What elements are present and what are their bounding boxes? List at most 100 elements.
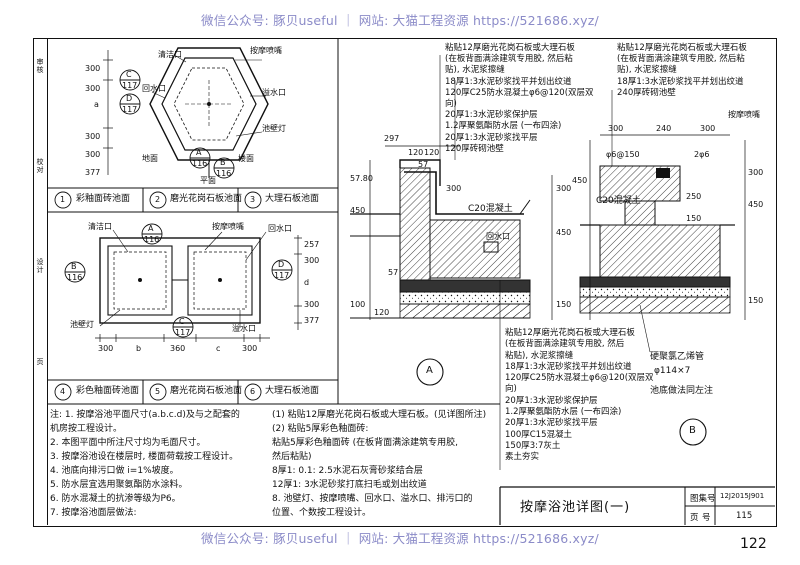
section-b-layer-list: 粘贴12厚磨光花岗石板或大理石板 (在板背面满涂建筑专用胶, 然后粘 贴), 水… — [617, 43, 747, 99]
note-right-2: (2) 粘贴5厚彩色釉面砖: — [272, 424, 369, 434]
section-b-layer-1: 粘贴12厚磨光花岗石板或大理石板 — [617, 43, 747, 53]
hex-dim-2: 300 — [85, 84, 101, 93]
note-left-4: 3. 按摩浴池设在楼层时, 楼面荷载按工程设计。 — [50, 452, 239, 462]
legend-1-num: 1 — [60, 195, 66, 204]
legend-4-text: 彩色釉面砖池面 — [76, 386, 140, 396]
hex-callout-c-num: 117 — [122, 81, 138, 90]
rect-callout-c-letter: C — [179, 317, 185, 326]
section-a-bottom-3: 粘贴), 水泥浆擦缝 — [505, 350, 574, 361]
rect-dim-v3: d — [304, 278, 310, 287]
section-a-bottom-5: 120厚C25防水混凝土φ6@120(双层双 — [505, 373, 654, 384]
section-a-dim-57: 57 — [418, 160, 429, 169]
rect-jet-label: 按摩喷嘴 — [212, 222, 244, 231]
section-a-dim-120a: 120 — [408, 148, 424, 157]
section-b-base-note: 池底做法同左注 — [650, 386, 714, 396]
hex-dim-5: 300 — [85, 150, 101, 159]
section-b-dim-450: 450 — [572, 176, 588, 185]
hex-cleanout-label: 清洁口 — [158, 50, 182, 59]
section-a-bottom-8: 1.2厚聚氨酯防水层 (一布四涂) — [505, 407, 622, 418]
section-b-layer-5: 240厚砖砌池壁 — [617, 87, 676, 98]
rect-overflow-label: 溢水口 — [232, 324, 256, 333]
section-a-bottom-7: 20厚1:3水泥砂浆保护层 — [505, 395, 598, 406]
rect-dim-h4: c — [216, 344, 221, 353]
section-a-layer-7: 20厚1:3水泥砂浆保护层 — [445, 110, 538, 121]
legend-3-text: 大理石板池面 — [265, 194, 320, 204]
hex-callout-b-num: 116 — [216, 169, 232, 178]
hex-callout-a-letter: A — [196, 148, 202, 157]
rect-return-label: 回水口 — [268, 224, 292, 233]
page-number: 122 — [740, 536, 767, 552]
section-a-mark: A — [426, 365, 433, 376]
title-block-page-no: 115 — [736, 511, 753, 521]
hex-return-label: 回水口 — [142, 84, 166, 93]
section-a-dim-300: 300 — [446, 184, 462, 193]
section-a-layer-9: 20厚1:3水泥砂浆找平层 — [445, 132, 538, 143]
note-left-8: 7. 按摩浴池面层做法: — [50, 508, 137, 518]
legend-2-text: 磨光花岗石板池面 — [170, 194, 243, 204]
note-right-5: 8厚1: 0.1: 2.5水泥石灰膏砂浆结合层 — [272, 466, 423, 476]
section-a-dim-120b: 120 — [424, 148, 440, 157]
legend-6-num: 6 — [250, 387, 256, 396]
section-a-bottom-6: 向) — [505, 384, 517, 395]
section-a-bottom-12: 素土夯实 — [505, 452, 540, 463]
stamp-review: 审核 — [36, 58, 44, 74]
drawing-frame — [33, 38, 777, 527]
section-b-dim-150r: 150 — [748, 296, 764, 305]
rect-callout-b-letter: B — [71, 262, 77, 271]
section-b-layer-2: (在板背面满涂建筑专用胶, 然后粘 — [617, 54, 745, 65]
section-a-return-label: 回水口 — [486, 232, 510, 241]
hex-dim-3: a — [94, 100, 99, 109]
legend-1-text: 彩釉面砖池面 — [76, 194, 131, 204]
hex-callout-d-num: 117 — [122, 105, 138, 114]
title-block-page-word: 号 — [702, 513, 711, 523]
hex-callout-c-letter: C — [126, 70, 132, 79]
hex-jet-label: 按摩喷嘴 — [250, 46, 282, 55]
rect-dim-v1: 257 — [304, 240, 320, 249]
note-right-6: 12厚1: 3水泥砂浆打底扫毛或划出纹道 — [272, 480, 427, 490]
rect-dim-v4: 300 — [304, 300, 320, 309]
rect-callout-a-num: 116 — [144, 235, 160, 244]
section-a-dim-300r: 300 — [556, 184, 572, 193]
legend-2-num: 2 — [155, 195, 161, 204]
section-a-dim-120c: 120 — [374, 308, 390, 317]
note-left-7: 6. 防水混凝土的抗渗等级为P6。 — [50, 494, 181, 504]
section-a-layer-5: 120厚C25防水混凝土φ6@120(双层双 — [445, 87, 594, 98]
hex-callout-b-letter: B — [220, 158, 226, 167]
title-block-set-label: 图集号 — [690, 494, 716, 504]
legend-6-text: 大理石板池面 — [265, 386, 320, 396]
section-a-dim-297: 297 — [384, 134, 400, 143]
hex-overflow-label: 溢水口 — [262, 88, 286, 97]
section-a-layer-2: (在板背面满涂建筑专用胶, 然后粘 — [445, 54, 573, 65]
section-a-layer-list: 粘贴12厚磨光花岗石板或大理石板 (在板背面满涂建筑专用胶, 然后粘 贴), 水… — [445, 43, 594, 155]
note-left-2: 机房按工程设计。 — [50, 424, 123, 434]
note-right-8: 位置、个数按工程设计。 — [272, 508, 372, 518]
hex-callout-a-num: 116 — [192, 159, 208, 168]
section-a-bottom-4: 18厚1:3水泥砂浆找平并划出纹道 — [505, 361, 632, 372]
section-a-dim-450r: 450 — [556, 228, 572, 237]
section-b-mark: B — [689, 425, 696, 436]
legend-5-num: 5 — [155, 387, 161, 396]
hex-plan-title: 平面 — [200, 176, 216, 185]
rect-dim-h2: b — [136, 344, 142, 353]
hex-dim-6: 377 — [85, 168, 101, 177]
section-b-layer-4: 18厚1:3水泥砂浆找平并划出纹道 — [617, 76, 744, 87]
section-b-rebar1: φ6@150 — [606, 150, 640, 159]
section-a-layer-6: 向) — [445, 99, 457, 110]
title-block-page-label: 页 — [690, 513, 699, 523]
hex-floor-label: 楼面 — [238, 154, 254, 163]
stamp-page: 页 — [36, 358, 44, 366]
rect-dim-h3: 360 — [170, 344, 186, 353]
note-right-3: 粘贴5厚彩色釉面砖 (在板背面满涂建筑专用胶, — [272, 438, 458, 448]
rect-dim-v5: 377 — [304, 316, 320, 325]
note-left-5: 4. 池底向排污口做 i=1%坡度。 — [50, 466, 179, 476]
note-left-1: 注: 1. 按摩浴池平面尺寸(a.b.c.d)及与之配套的 — [50, 410, 240, 420]
rect-cleanout-label: 清洁口 — [88, 222, 112, 231]
section-b-dim-450r: 450 — [748, 200, 764, 209]
watermark-top: 微信公众号: 豚贝useful ｜ 网站: 大猫工程资源 https://521… — [201, 13, 599, 28]
notes-left: 注: 1. 按摩浴池平面尺寸(a.b.c.d)及与之配套的 机房按工程设计。 2… — [50, 408, 240, 520]
rect-callout-d-num: 117 — [274, 271, 290, 280]
rect-dim-v2: 300 — [304, 256, 320, 265]
section-b-dim-150: 150 — [686, 214, 702, 223]
rect-callout-a-letter: A — [148, 224, 154, 233]
note-right-1: (1) 粘贴12厚磨光花岗石板或大理石板。(见详图所注) — [272, 410, 487, 420]
